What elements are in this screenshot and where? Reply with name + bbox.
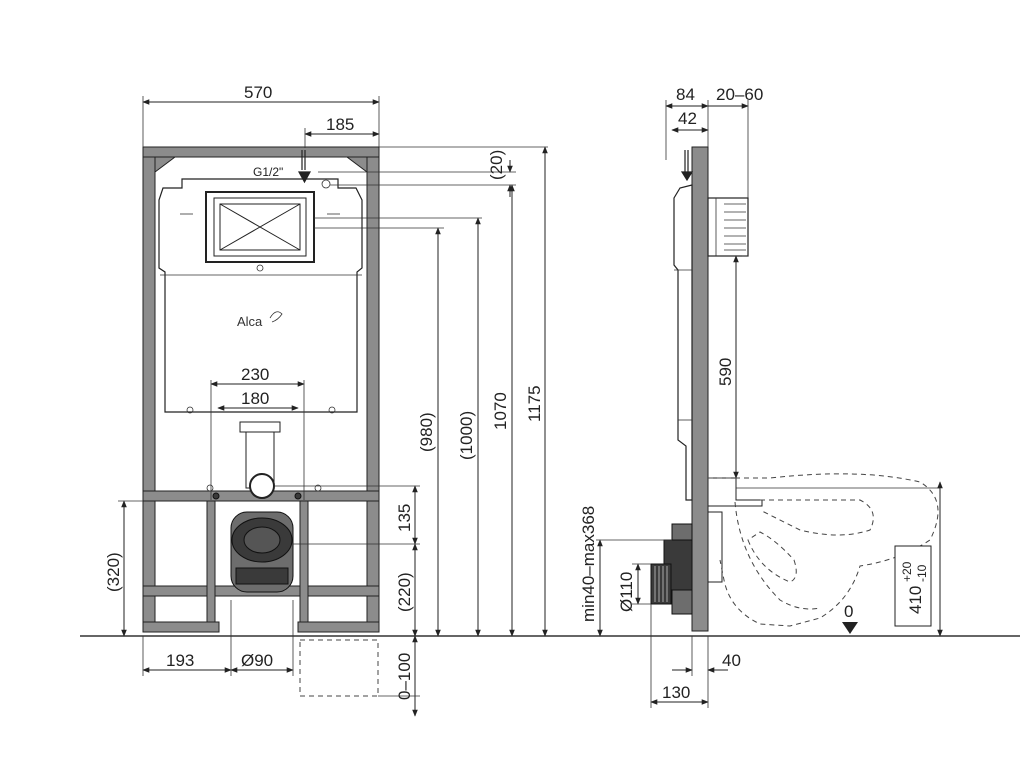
bowl-height-box [894,545,932,627]
dim-185: 185 [326,115,354,134]
dim-40: 40 [722,651,741,670]
dim-0-100: 0–100 [395,653,414,700]
frame-gusset-right [345,156,368,173]
brand-logo: Alca [237,314,263,329]
dim-1070: 1070 [491,392,510,430]
flush-pipe-outlet [249,473,275,499]
frame-gusset-left [154,156,177,173]
dim-42: 42 [678,109,697,128]
dim-230: 230 [241,365,269,384]
dim-130: 130 [662,683,690,702]
floor-zero-marker [842,622,858,634]
side-bracket [707,477,763,507]
dim-zero: 0 [844,602,853,621]
frame-top-bar [142,146,380,158]
dim-1000: (1000) [457,411,476,460]
dim-d110: Ø110 [617,572,636,612]
dim-180: 180 [241,389,269,408]
front-view: Alca G1/2" 570 185 [104,83,548,717]
dim-220: (220) [395,572,414,612]
frame-strut-right [299,500,309,623]
side-flush-box [707,197,749,257]
frame-strut-left [206,500,216,623]
toilet-bowl-outline [708,473,939,627]
dim-135: 135 [395,504,414,532]
side-drain-elbow [650,523,693,615]
dim-570: 570 [244,83,272,102]
dim-20: (20) [487,150,506,180]
dim-84: 84 [676,85,695,104]
dim-drain-range: min40–max368 [579,506,598,622]
drain-bend [230,511,294,593]
frame-foot-left [142,621,220,633]
water-inlet-icon [297,150,312,184]
dim-1175: 1175 [525,385,544,422]
dim-320: (320) [104,552,123,592]
frame-right-upright [366,146,380,632]
dim-410-minus: -10 [915,564,929,582]
frame-left-upright [142,146,156,632]
dim-d90: Ø90 [241,651,273,670]
dim-20-60: 20–60 [716,85,763,104]
side-cistern [673,184,693,501]
frame-foot-right [297,621,380,633]
dim-410: 410 [906,586,925,614]
dim-590: 590 [716,358,735,386]
side-frame-upright [691,146,709,632]
dim-193: 193 [166,651,194,670]
thread-label: G1/2" [253,165,283,179]
dim-980: (980) [417,412,436,452]
floor-extension [299,639,379,697]
side-view: 0 84 20–60 42 590 min40–max368 Ø110 410 … [579,85,943,708]
dim-410-plus: +20 [900,561,914,582]
